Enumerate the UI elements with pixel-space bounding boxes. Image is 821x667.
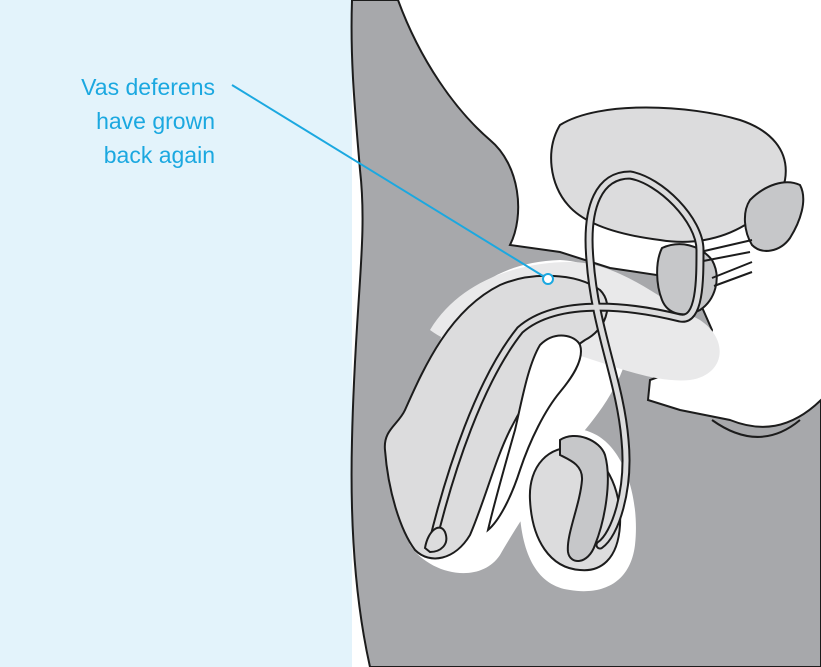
annotation-marker: [543, 274, 553, 284]
prostate: [657, 244, 717, 314]
annotation-line-2: have grown: [0, 104, 215, 138]
annotation-line-1: Vas deferens: [0, 70, 215, 104]
annotation-line-3: back again: [0, 138, 215, 172]
annotation-label: Vas deferens have grown back again: [0, 70, 215, 172]
